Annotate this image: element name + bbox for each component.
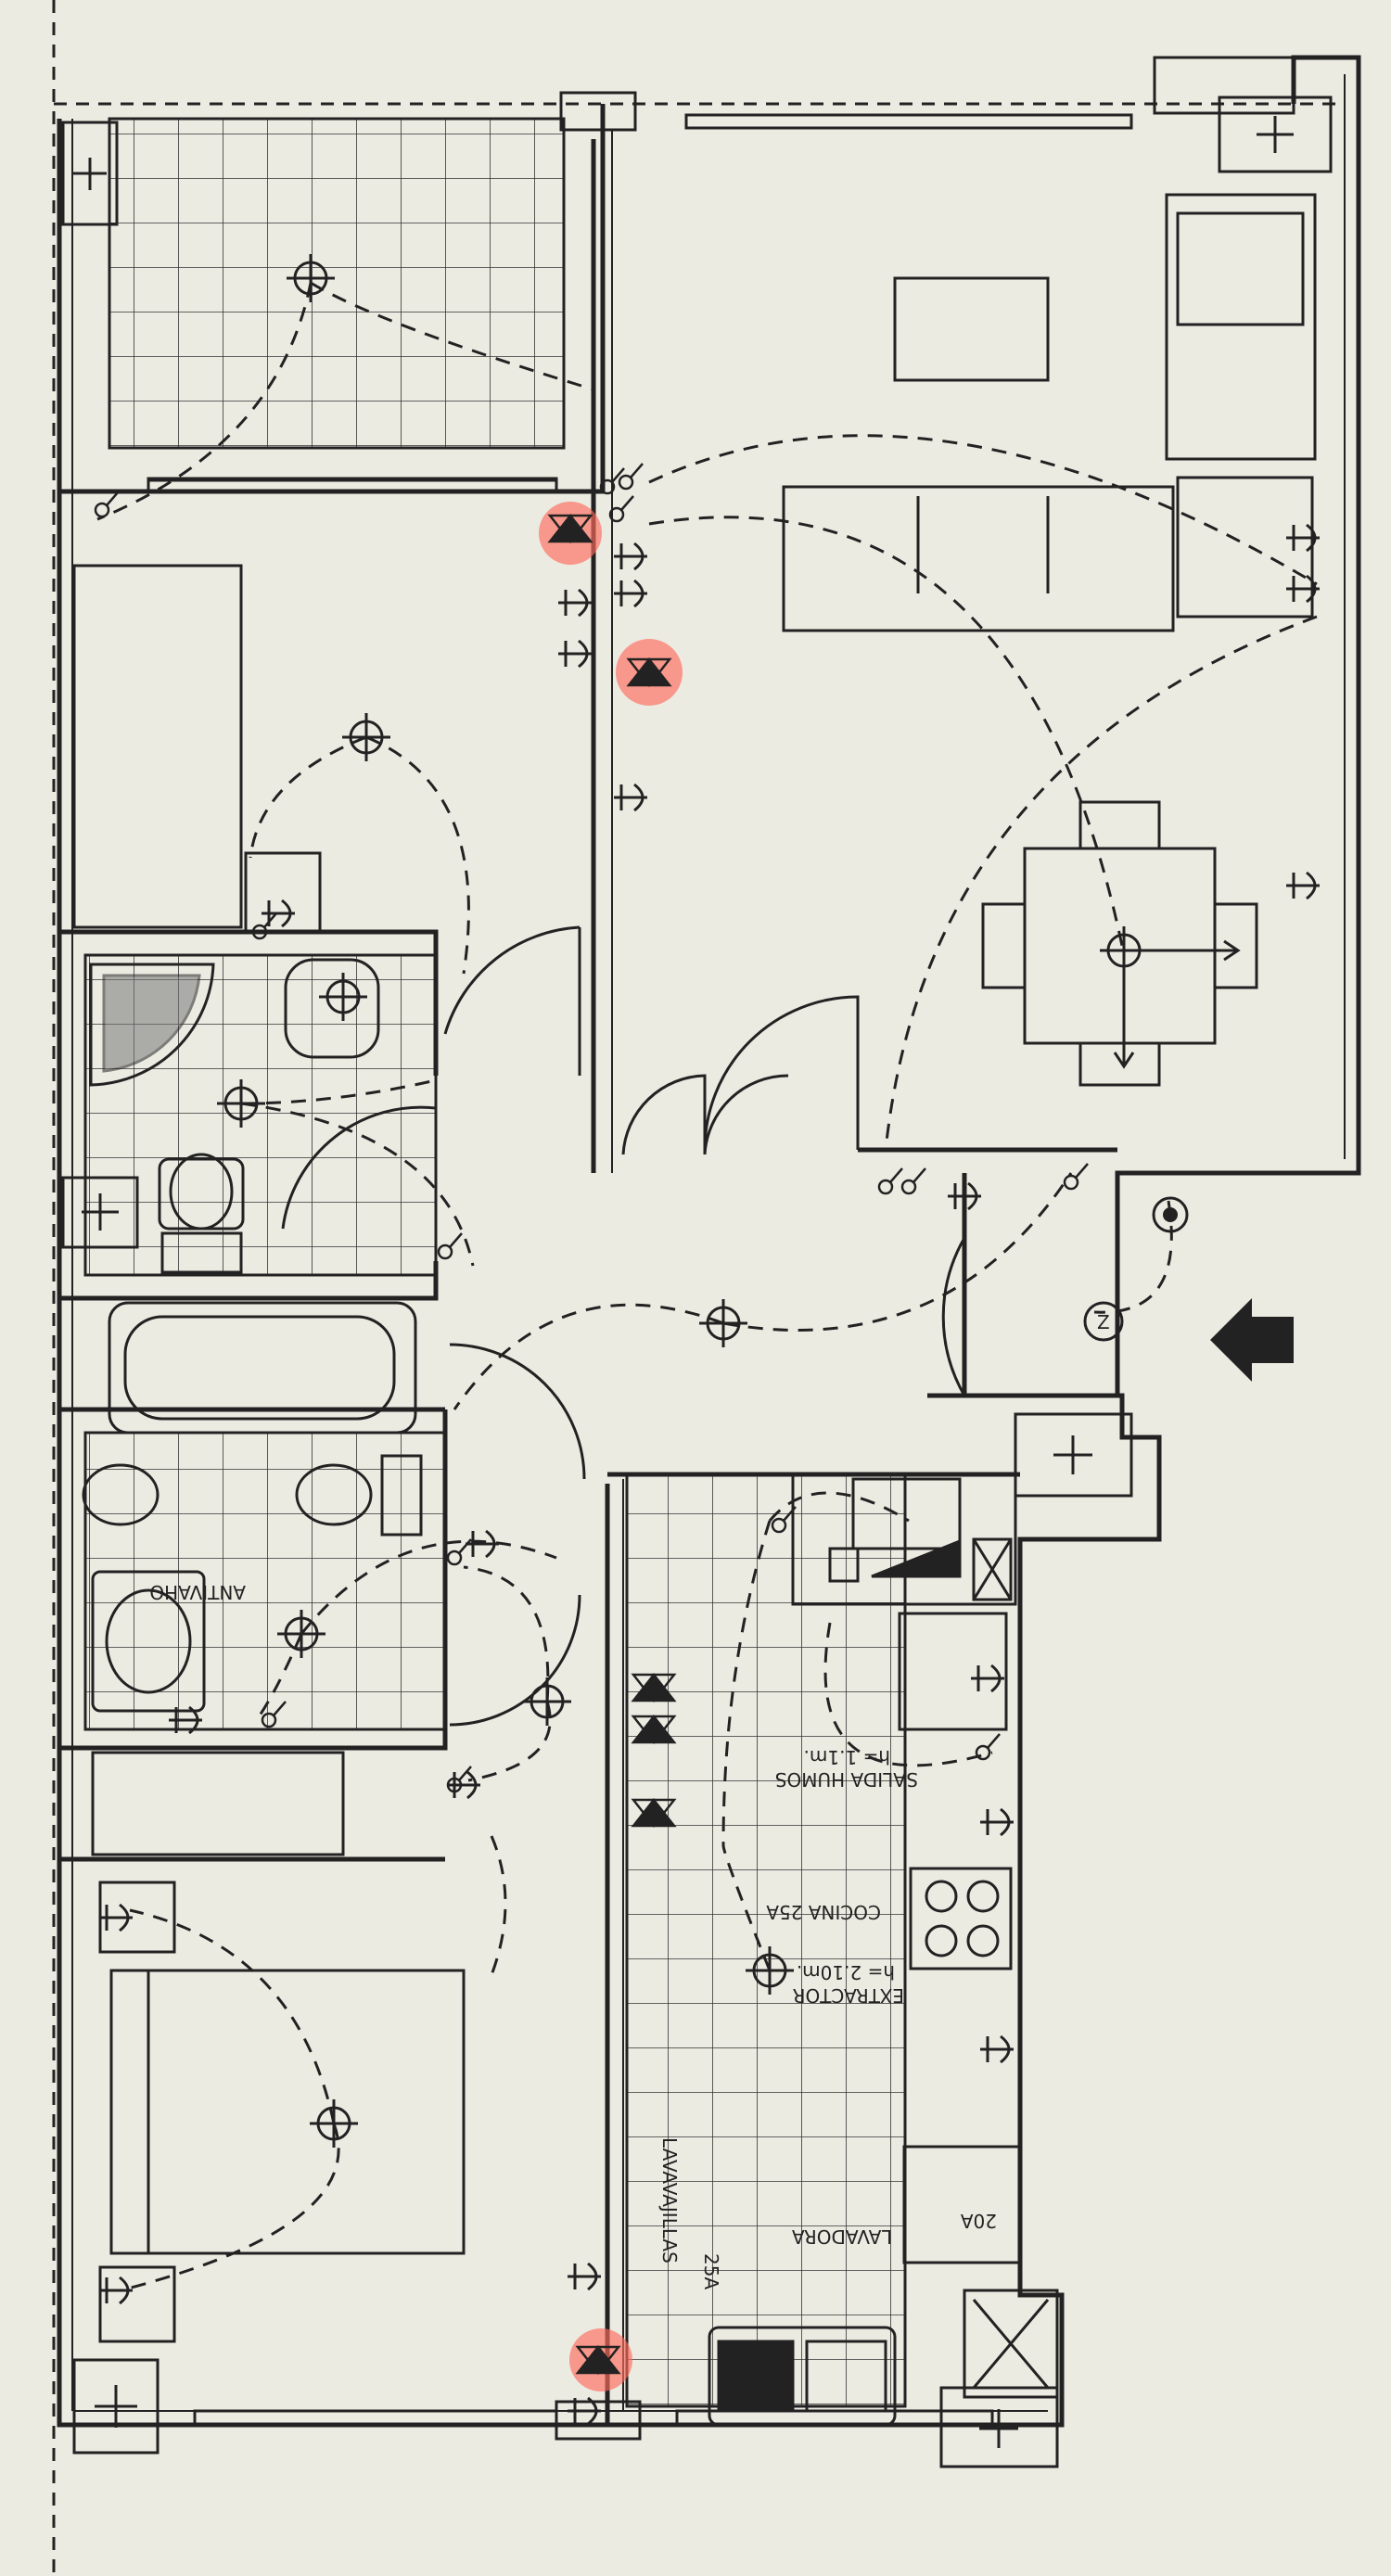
- bathroom-2-walls: [59, 1409, 448, 1751]
- boiler: [963, 2289, 1059, 2399]
- structural-pillars: [61, 56, 1333, 2468]
- bed-1: [72, 564, 243, 929]
- property-line: [52, 0, 1335, 2576]
- shower-tray: [89, 963, 215, 1087]
- tv-sockets: [539, 502, 683, 2391]
- washbasin-2: [91, 1570, 206, 1713]
- toilet-2: [295, 1463, 373, 1526]
- living-room-furniture: [782, 193, 1317, 1087]
- armchair: [1165, 193, 1317, 461]
- kitchen-fixtures: [708, 1473, 1059, 2427]
- exterior-wall: [57, 55, 1361, 2428]
- extractor-label: EXTRACTOR: [792, 1984, 904, 2007]
- bed-2: [109, 1969, 466, 2255]
- circuit-lines: [96, 281, 1318, 2292]
- toilet-1: [169, 1153, 234, 1231]
- lavavajillas-label: LAVAVAJILLAS: [658, 2137, 681, 2264]
- entrance-arrow-icon: [1210, 1298, 1294, 1382]
- kitchen-sink: [708, 2326, 897, 2427]
- lavadora-label: LAVADORA: [792, 2225, 892, 2248]
- antivaho-label: ANTIVAHO: [149, 1581, 246, 1603]
- wardrobe: [91, 1751, 345, 1856]
- lavadora-amps: 20A: [961, 2210, 997, 2232]
- salida-humos-label: SALIDA HUMOS: [775, 1768, 918, 1791]
- washing-machine: [902, 2145, 1022, 2264]
- bathroom-fixtures: [82, 958, 423, 1713]
- bedroom-furniture: [72, 564, 466, 2343]
- salida-humos-height: h= 1.1m.: [804, 1746, 890, 1768]
- hob: [909, 1867, 1013, 1970]
- cocina-label: COCINA 25A: [766, 1901, 881, 1923]
- dining-table-arrows: [1113, 939, 1241, 1069]
- extractor-height: h= 2.10m.: [797, 1961, 895, 1983]
- meter-z-icon: [1083, 1301, 1124, 1342]
- bathtub: [108, 1301, 417, 1435]
- bathroom-2-tiles: [83, 1431, 447, 1731]
- kitchen-annotations: SALIDA HUMOS h= 1.1m. COCINA 25A EXTRACT…: [149, 1581, 997, 2289]
- bedroom-1-south-wall: [59, 929, 439, 1076]
- lavavajillas-amps: 25A: [700, 2253, 722, 2289]
- terrace-tiles: [108, 117, 566, 450]
- sofa: [782, 485, 1175, 632]
- coffee-table: [893, 276, 1050, 382]
- entrance: Z: [1083, 1196, 1294, 1382]
- meter-z-label: Z: [1097, 1311, 1110, 1333]
- kitchen-tiles: [625, 1473, 907, 2408]
- bathroom-1-walls: [59, 1261, 439, 1301]
- washbasin-1: [284, 958, 380, 1059]
- bidet: [82, 1463, 160, 1526]
